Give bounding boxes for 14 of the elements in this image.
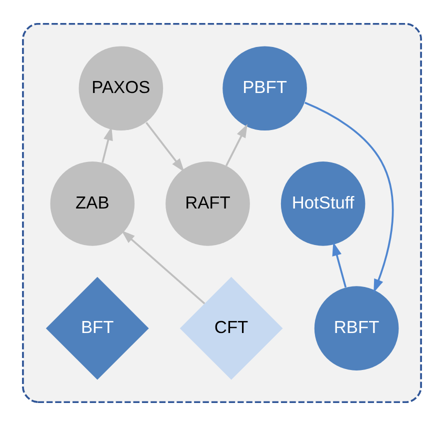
node-diamond: BFT: [46, 276, 149, 380]
arrow: [121, 230, 206, 304]
node-circle: PAXOS: [78, 46, 164, 131]
arrow: [304, 102, 394, 293]
arrow: [102, 126, 113, 163]
arrow: [225, 124, 248, 166]
node-circle: RBFT: [314, 286, 399, 370]
node-circle: PBFT: [222, 46, 307, 131]
node-circle: RAFT: [166, 162, 250, 246]
node-circle: HotStuff: [280, 162, 366, 246]
arrow: [332, 242, 347, 288]
cluster: [22, 22, 422, 404]
arrow: [146, 122, 184, 172]
node-diamond: CFT: [180, 276, 283, 380]
